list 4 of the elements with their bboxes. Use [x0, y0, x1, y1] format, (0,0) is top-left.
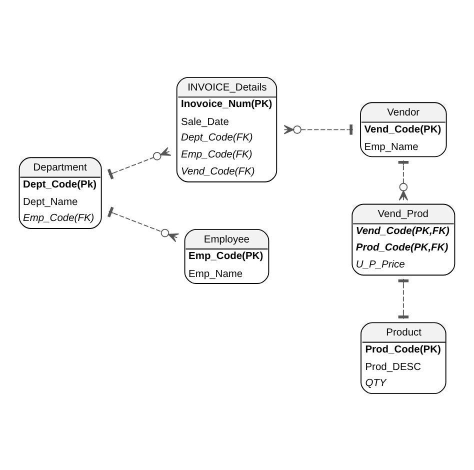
connector	[107, 206, 180, 242]
connector	[398, 160, 409, 200]
connector	[107, 146, 172, 179]
connector	[284, 124, 354, 134]
